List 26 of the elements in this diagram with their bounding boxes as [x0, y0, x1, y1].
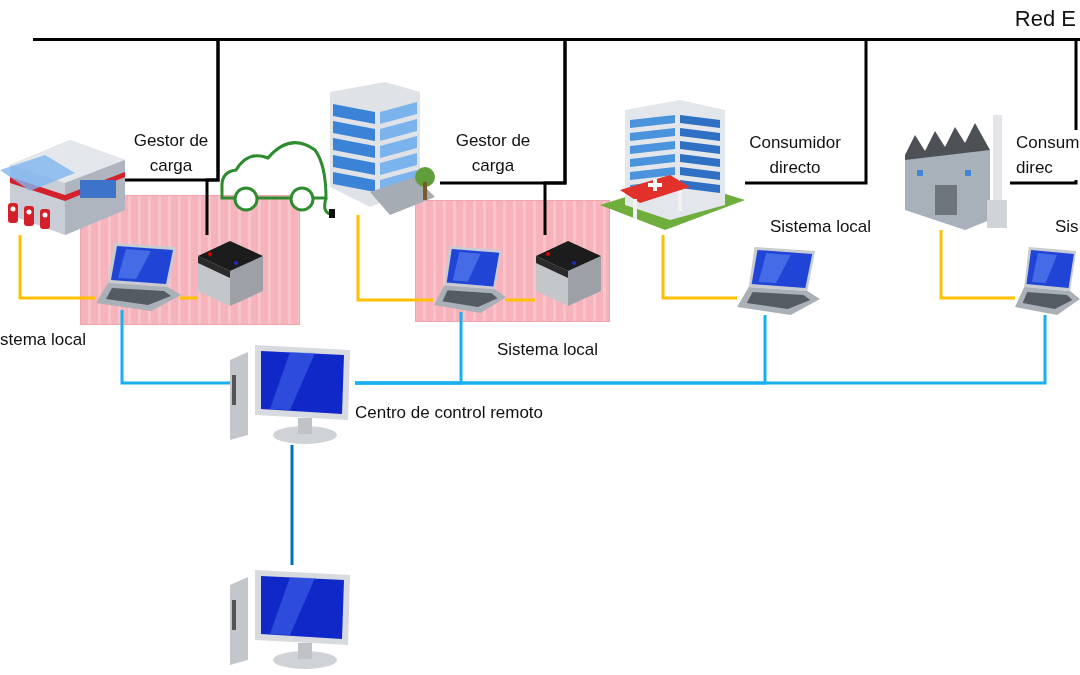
grid-label: Red E [1014, 6, 1076, 32]
connection-line [939, 230, 1015, 300]
node-caption: Centro de control remoto [355, 403, 544, 423]
connection-line [505, 298, 535, 302]
node-caption: stema local [0, 330, 86, 350]
connection-line [18, 235, 95, 300]
edge-label: Consum direc [1014, 130, 1080, 180]
connection-line [661, 235, 737, 300]
shipping-container [80, 195, 300, 325]
laptop-icon [1015, 245, 1080, 315]
node-caption: Sis [1055, 217, 1079, 237]
power-line [745, 41, 868, 185]
factory-drawing [905, 115, 1010, 230]
connection-line [356, 215, 433, 302]
connection-line [120, 310, 230, 385]
node-caption: Sistema local [770, 217, 872, 237]
laptop-icon [96, 241, 181, 311]
connection-line [290, 445, 294, 565]
node-caption: Sistema local [497, 340, 599, 360]
shipping-container [415, 200, 610, 322]
power-line [543, 41, 567, 235]
power-line [205, 41, 220, 235]
laptop-icon [737, 245, 820, 315]
connection-line [355, 315, 1047, 385]
connection-line [180, 296, 197, 300]
laptop-icon [434, 244, 506, 313]
